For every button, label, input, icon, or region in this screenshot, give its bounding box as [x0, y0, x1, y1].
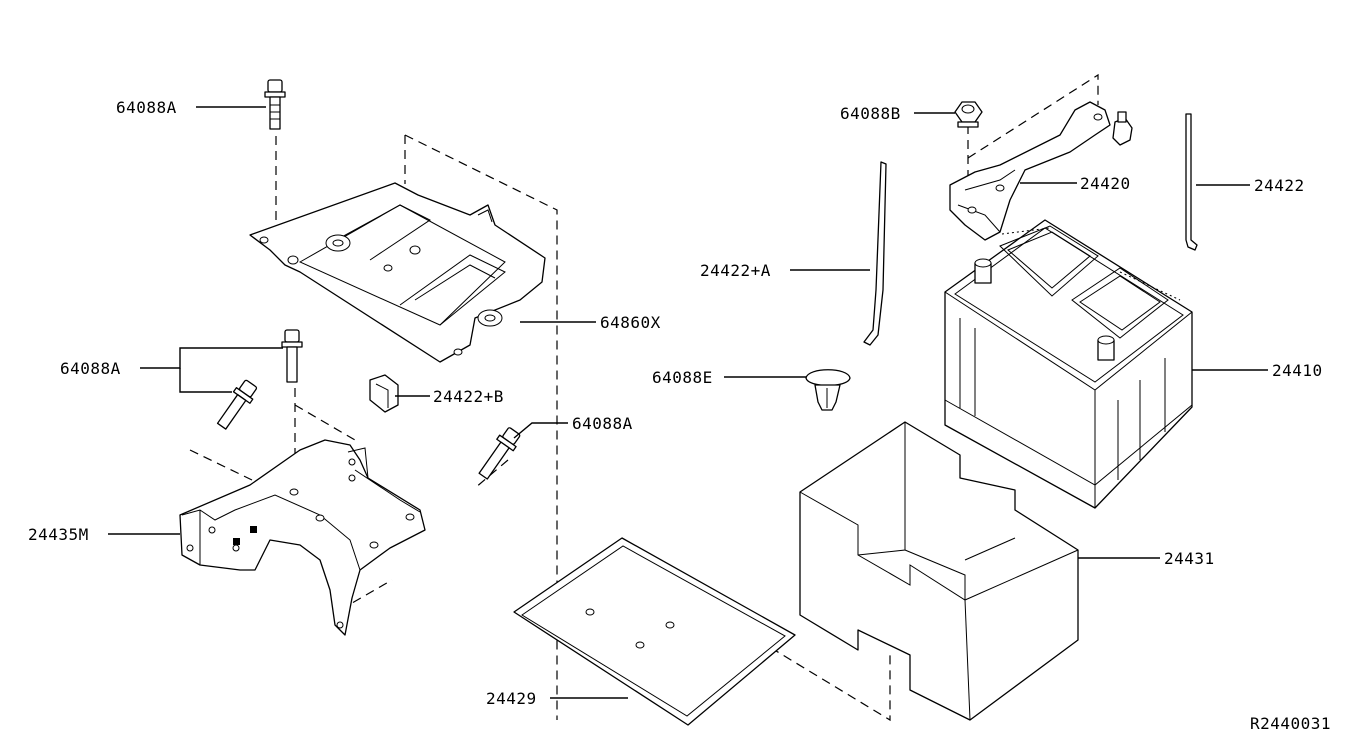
bracket — [179, 439, 426, 636]
bolt-left-upper — [281, 329, 303, 383]
bolt-left-lower — [216, 379, 258, 430]
label-battery: 24410 — [1272, 361, 1323, 380]
clip-e — [805, 369, 851, 411]
label-bolt-left: 64088A — [60, 359, 121, 378]
leader-lines — [108, 106, 1268, 699]
bolt-mid — [478, 427, 521, 480]
label-lower-tray: 24429 — [486, 689, 537, 708]
upper-battery-tray — [249, 182, 546, 363]
label-clip-e: 64088E — [652, 368, 713, 387]
label-rod-a: 24422+A — [700, 261, 771, 280]
label-rod-right: 24422 — [1254, 176, 1305, 195]
reference-code: R2440031 — [1250, 714, 1331, 733]
label-upper-tray: 64860X — [600, 313, 661, 332]
battery-cover — [799, 421, 1079, 721]
battery — [944, 219, 1193, 509]
clip-b — [369, 374, 399, 413]
label-nut: 64088B — [840, 104, 901, 123]
label-bracket: 24435M — [28, 525, 89, 544]
rod-a — [863, 161, 887, 346]
hold-down-bracket — [949, 101, 1133, 241]
rod-right — [1185, 113, 1198, 251]
label-clip-b: 24422+B — [433, 387, 504, 406]
label-cover: 24431 — [1164, 549, 1215, 568]
label-bolt-mid: 64088A — [572, 414, 633, 433]
nut — [954, 101, 983, 128]
lower-tray — [513, 537, 796, 726]
part-labels: 64088A 64860X 64088A 24422+B 64088A 2443… — [28, 98, 1331, 733]
label-bolt-top: 64088A — [116, 98, 177, 117]
label-hold-down: 24420 — [1080, 174, 1131, 193]
bolt-top — [264, 79, 286, 130]
